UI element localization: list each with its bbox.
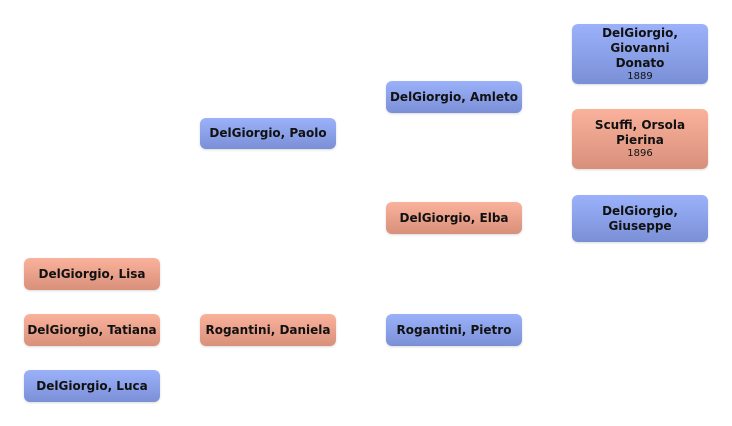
person-node-pietro[interactable]: Rogantini, Pietro [386, 314, 522, 346]
person-node-amleto[interactable]: DelGiorgio, Amleto [386, 81, 522, 113]
person-node-luca[interactable]: DelGiorgio, Luca [24, 370, 160, 402]
person-node-elba[interactable]: DelGiorgio, Elba [386, 202, 522, 234]
person-name: DelGiorgio, Paolo [209, 126, 327, 140]
person-name: Rogantini, Daniela [205, 322, 331, 337]
person-name: DelGiorgio, Elba [399, 210, 509, 225]
person-year: 1896 [627, 148, 653, 159]
person-name: DelGiorgio, Giovanni Donato [602, 25, 678, 70]
person-node-paolo[interactable]: DelGiorgio, Paolo [200, 118, 336, 149]
person-name: DelGiorgio, Lisa [38, 266, 146, 281]
person-node-lisa[interactable]: DelGiorgio, Lisa [24, 258, 160, 290]
person-name: Scuffi, Orsola Pierina [594, 118, 686, 147]
person-name: DelGiorgio, Giuseppe [602, 203, 678, 233]
person-node-daniela[interactable]: Rogantini, Daniela [200, 314, 336, 346]
person-name: DelGiorgio, Luca [36, 378, 148, 393]
person-name: DelGiorgio, Amleto [389, 89, 519, 104]
person-year: 1889 [627, 70, 653, 82]
person-node-tatiana[interactable]: DelGiorgio, Tatiana [24, 314, 160, 346]
person-name: Rogantini, Pietro [396, 322, 512, 337]
person-name: DelGiorgio, Tatiana [27, 322, 157, 337]
person-node-giuseppe[interactable]: DelGiorgio, Giuseppe [572, 195, 708, 242]
